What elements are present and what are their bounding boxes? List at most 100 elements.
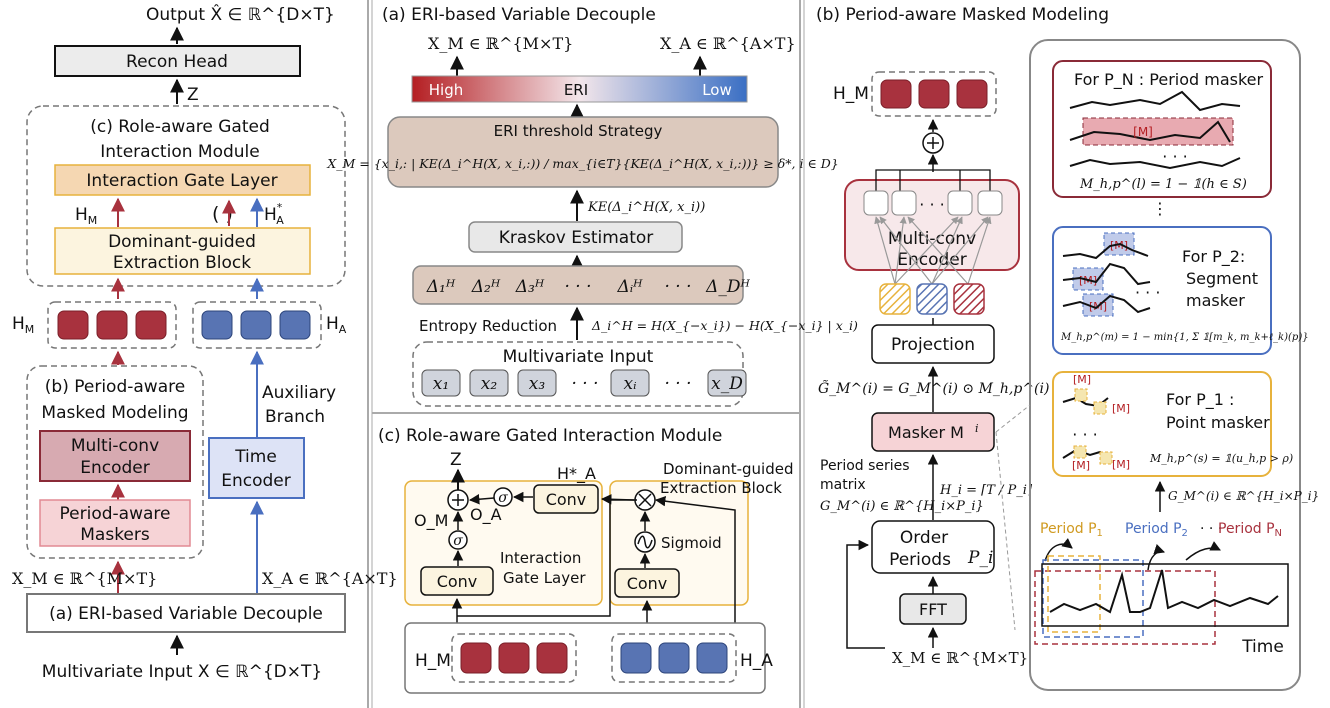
rp-title: (b) Period-aware Masked Modeling — [816, 5, 1109, 25]
rp-hm-token — [880, 79, 912, 109]
kraskov-label: Kraskov Estimator — [499, 228, 654, 248]
rp-multiconv-label-2: Encoder — [897, 250, 967, 270]
p1-dots: · · · — [1072, 425, 1097, 444]
dominant-label-1: Dominant-guided — [108, 232, 256, 252]
period-dots: · · · — [1200, 521, 1222, 537]
aux-label-1: Auxiliary — [262, 383, 336, 403]
vertical-dots: ⋮ — [1152, 199, 1168, 218]
eri-decouple-label: (a) ERI-based Variable Decouple — [49, 604, 323, 624]
x-variable-chip — [707, 369, 747, 397]
fft-label: FFT — [919, 600, 947, 619]
delta-item: Δ_Dᴴ — [705, 277, 750, 297]
pi-label: P_i — [967, 548, 993, 568]
x-variable-label: xᵢ — [623, 374, 636, 394]
extract-conv-label: Conv — [627, 574, 668, 593]
period-series-2: matrix — [820, 477, 866, 493]
role-aware-group — [26, 105, 346, 287]
mb-title: (c) Role-aware Gated Interaction Module — [378, 426, 722, 446]
ke-label: KE(Δ_i^H(X, x_i)) — [587, 200, 705, 215]
b-title-2: Masked Modeling — [41, 403, 188, 423]
p2-title-2: Segment — [1186, 269, 1258, 288]
delta-item: · · · — [664, 277, 691, 297]
delta-item: Δ₃ᴴ — [515, 277, 545, 297]
p1-mask-token: [M] — [1112, 458, 1130, 471]
p2-title-1: For P_2: — [1182, 247, 1245, 267]
ha-token — [240, 310, 272, 340]
hm-arrow-label: HM — [75, 205, 97, 227]
masker-strategies-container — [1029, 39, 1301, 691]
mb-hm-token — [498, 642, 530, 674]
multivariate-input-label: Multivariate Input X ∈ ℝ^{D×T} — [42, 662, 322, 682]
mb-ha-token — [658, 642, 690, 674]
hi-formula: H_i = ⌈T / P_i⌉ — [939, 483, 1033, 498]
x-variable-chip — [517, 369, 557, 397]
sigma-node-a — [493, 487, 513, 507]
ha-token — [279, 310, 311, 340]
maskers-label-1: Period-aware — [60, 504, 171, 524]
middle-bottom-panel: (c) Role-aware Gated Interaction Module … — [378, 426, 793, 694]
rp-xm-label: X_M ∈ ℝ^{M×T} — [892, 649, 1028, 667]
rp-hm-token — [956, 79, 988, 109]
mb-ha-label: H_A — [740, 651, 773, 671]
period-mask-band — [1082, 117, 1234, 146]
oa-label: O_A — [470, 505, 502, 525]
dominant-extraction-box — [54, 227, 311, 275]
order-label-1: Order — [900, 528, 948, 548]
eri-gradient-bar — [411, 75, 748, 103]
delta-item: Δ₂ᴴ — [471, 277, 501, 297]
time-encoder-box — [208, 437, 305, 499]
mb-dominant-2: Extraction Block — [660, 479, 782, 497]
gm-formula: G_M^(i) ∈ ℝ^{H_i×P_i} — [820, 499, 984, 514]
dominant-label-2: Extraction Block — [113, 253, 251, 273]
middle-top-panel: (a) ERI-based Variable Decouple X_M ∈ ℝ^… — [326, 5, 858, 407]
order-periods-box — [871, 520, 995, 574]
mb-z-label: Z — [450, 450, 462, 470]
p1-mask-token: [M] — [1112, 402, 1130, 415]
eri-label: ERI — [564, 81, 588, 99]
masked-token-p2 — [916, 283, 948, 315]
hm-token — [135, 310, 167, 340]
om-label: O_M — [414, 511, 448, 531]
multiconv-label-1: Multi-conv — [71, 436, 159, 456]
sigma-a-label: σ — [498, 490, 508, 506]
p1-mask-token: [M] — [1072, 459, 1090, 472]
p1-title-2: Point masker — [1166, 413, 1270, 432]
mb-ha-group — [611, 633, 737, 683]
mb-hm-token — [536, 642, 568, 674]
segment-masker-card — [1052, 226, 1272, 355]
eri-decouple-box — [26, 593, 346, 633]
x-variable-label: x₁ — [433, 374, 449, 394]
p2-formula: M_h,p^(m) = 1 − min{1, Σ 𝟙[m_k, m_k+ℓ_k)… — [1060, 332, 1309, 343]
order-label-2: Periods — [889, 550, 951, 570]
mt-xa-label: X_A ∈ ℝ^{A×T} — [660, 34, 796, 53]
time-series-line — [1049, 569, 1279, 614]
mt-xm-label: X_M ∈ ℝ^{M×T} — [428, 34, 573, 53]
ha-star-label-mid: H*_A — [557, 464, 596, 484]
masker-sub: i — [975, 422, 979, 435]
multiconv-encoder-box — [39, 430, 191, 482]
mb-hm-label: H_M — [415, 651, 451, 671]
masked-token-p1 — [879, 283, 911, 315]
eri-threshold-strategy-box — [387, 116, 779, 188]
strategy-title: ERI threshold Strategy — [494, 122, 663, 140]
p1-mask-token: [M] — [1073, 373, 1091, 386]
period-pn-label: Period PN — [1218, 521, 1282, 539]
ha-token — [201, 310, 233, 340]
b-title-1: (b) Period-aware — [45, 377, 185, 397]
aux-label-2: Branch — [265, 407, 325, 427]
entropy-reduction-label: Entropy Reduction — [419, 317, 557, 335]
x-variable-label: · · · — [571, 374, 598, 394]
time-label: Time — [1241, 637, 1284, 657]
maskers-label-2: Maskers — [80, 525, 150, 545]
p2-dots: · · · — [1135, 283, 1160, 302]
mb-ha-token — [620, 642, 652, 674]
period-pn-window — [1034, 570, 1216, 645]
x-variable-label: x₂ — [481, 374, 498, 394]
period-p1-label: Period P1 — [1040, 521, 1103, 539]
ha-conv-box — [533, 484, 599, 514]
p1-formula: M_h,p^(s) = 𝟙(u_h,p > ρ) — [1149, 452, 1293, 465]
mb-input-container — [404, 622, 766, 694]
panel-separators — [367, 0, 805, 708]
